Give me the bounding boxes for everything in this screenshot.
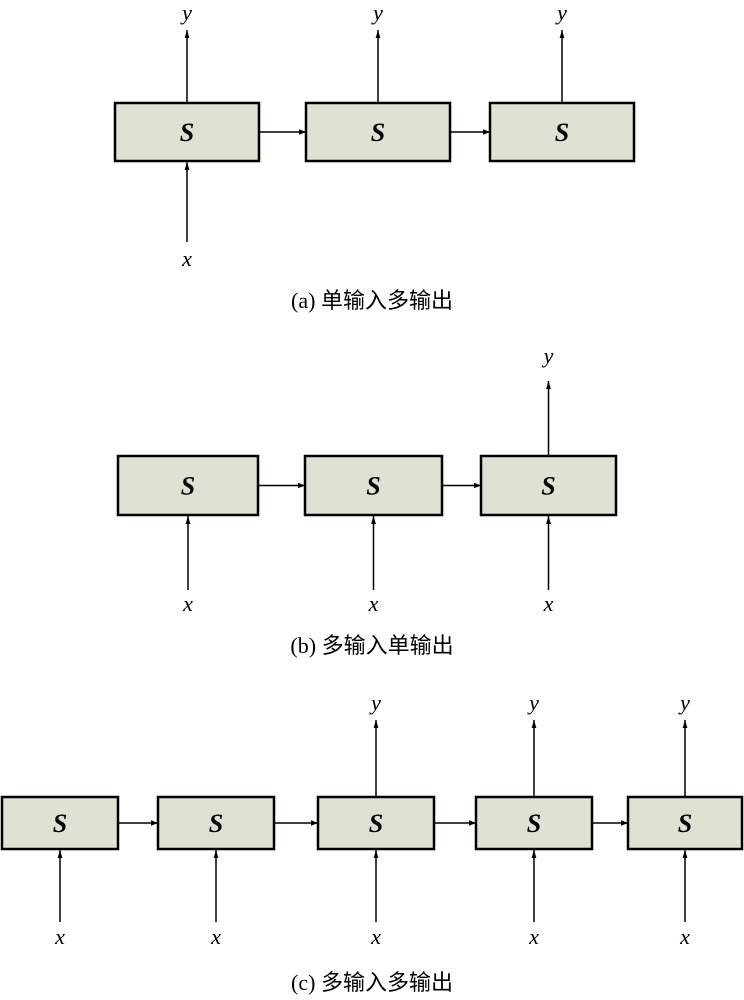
state-box: [474, 795, 594, 851]
state-label: S: [555, 118, 569, 147]
state-label: S: [371, 118, 385, 147]
input-label: x: [210, 924, 221, 949]
state-label: S: [180, 118, 194, 147]
state-box: [488, 101, 636, 163]
diagram-caption: (a) 单输入多输出: [291, 288, 453, 313]
output-label: y: [371, 0, 383, 25]
diagram-caption: (b) 多输入单输出: [290, 633, 453, 658]
state-box: [316, 795, 436, 851]
output-label: y: [369, 690, 381, 715]
input-label: x: [528, 924, 539, 949]
state-box: [0, 795, 120, 851]
state-box: [303, 454, 444, 517]
state-label: S: [181, 472, 195, 501]
state-label: S: [527, 809, 541, 838]
input-label: x: [368, 591, 379, 616]
state-box: [156, 795, 276, 851]
state-box: [116, 454, 260, 517]
diagram-caption: (c) 多输入多输出: [291, 970, 453, 995]
input-label: x: [54, 924, 65, 949]
input-label: x: [543, 591, 554, 616]
input-label: x: [181, 246, 192, 271]
state-label: S: [366, 472, 380, 501]
output-label: y: [180, 0, 192, 25]
diagram-panel-2: Sx Sx Sy x (b) 多输入单输出: [116, 343, 618, 658]
output-label: y: [678, 690, 690, 715]
state-label: S: [369, 809, 383, 838]
input-label: x: [370, 924, 381, 949]
output-label: y: [542, 343, 554, 368]
state-label: S: [541, 472, 555, 501]
state-label: S: [678, 809, 692, 838]
state-box: [479, 454, 618, 517]
diagram-panel-3: Sx Sx Sy x Sy x Sy x (c) 多输入多输出: [0, 690, 744, 995]
input-label: x: [182, 591, 193, 616]
output-label: y: [527, 690, 539, 715]
state-label: S: [53, 809, 67, 838]
state-box: [304, 101, 452, 163]
input-label: x: [679, 924, 690, 949]
state-label: S: [209, 809, 223, 838]
state-box: [113, 101, 261, 163]
state-box: [626, 795, 744, 851]
output-label: y: [555, 0, 567, 25]
